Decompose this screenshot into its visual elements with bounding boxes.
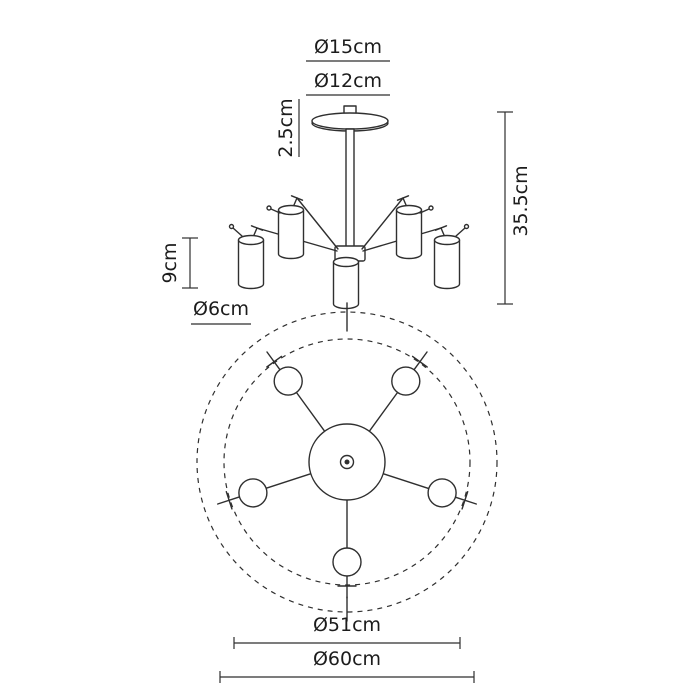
plan-rod-left — [216, 496, 240, 505]
canopy-height-label: 2.5cm — [275, 98, 297, 157]
shade-far-right — [433, 223, 470, 290]
shade-body — [237, 240, 265, 290]
arm-circle-diameter-label: Ø51cm — [313, 614, 381, 636]
lamp-rods-plan-view — [216, 351, 477, 599]
shade-body — [277, 210, 305, 260]
plan-rod-right — [454, 496, 477, 505]
shade-front-center — [332, 256, 360, 310]
adjust-knob-mid-right — [419, 208, 430, 214]
shade-top-rim — [277, 204, 305, 216]
shade-top-rim — [395, 204, 423, 216]
plan-rod-crossbar-right — [461, 491, 469, 510]
shade-top-rim — [433, 234, 461, 246]
adjust-knob-tip-mid-right — [428, 205, 434, 211]
arm-circle-diameter-dimension: Ø51cm — [233, 614, 461, 649]
arms-plan-view — [264, 391, 430, 549]
shade-height-dimension: 9cm — [159, 237, 198, 289]
overall-height-label: 35.5cm — [510, 165, 532, 236]
central-stem — [345, 128, 355, 248]
canopy-disc — [311, 112, 389, 130]
plan-rod-crossbar-upper-right — [411, 355, 428, 368]
lamp-head-bottom — [332, 547, 362, 577]
shade-mid-right — [395, 204, 434, 260]
hub-collar — [339, 454, 355, 470]
plan-rod-crossbar-upper-left — [266, 355, 283, 368]
shade-top-rim — [332, 256, 360, 268]
pivot-crossbar-mid-left — [290, 195, 304, 201]
pivot-crossbar-far-right — [434, 225, 448, 231]
plan-arm-upper-left — [295, 391, 326, 432]
outer-diameter-dashed-circle — [196, 311, 498, 613]
lamp-head-right — [427, 478, 457, 508]
lamp-heads-plan-view — [238, 366, 457, 577]
plan-arm-right — [382, 473, 430, 490]
plan-rod-crossbar-left — [225, 491, 233, 510]
shade-top-rim — [237, 234, 265, 246]
canopy-inner-diameter-label: Ø12cm — [314, 70, 382, 92]
shade-body — [395, 210, 423, 260]
shade-diameter-label: Ø6cm — [193, 298, 249, 320]
overall-height-dimension: 35.5cm — [497, 111, 532, 305]
arm-mid-right — [361, 197, 404, 250]
shade-body — [332, 262, 360, 310]
ceiling-canopy — [311, 105, 389, 132]
lamp-head-left — [238, 478, 268, 508]
side-view: Ø15cm Ø12cm 2.5cm — [159, 36, 532, 325]
pivot-crossbar-mid-right — [396, 195, 410, 201]
plan-arm-left — [264, 473, 312, 490]
adjust-knob-mid-left — [270, 208, 281, 214]
adjust-knob-far-left — [232, 227, 243, 237]
plan-rod-upper-right — [413, 351, 428, 371]
adjust-knob-far-right — [455, 227, 466, 237]
pivot-crossbar-far-left — [250, 225, 264, 231]
plan-arm-upper-right — [368, 391, 399, 432]
central-hub-plan-view — [308, 423, 386, 501]
shade-mid-left — [266, 204, 305, 260]
shade-body — [433, 240, 461, 290]
arm-mid-left — [296, 197, 339, 250]
shade-height-label: 9cm — [159, 242, 181, 283]
adjust-knob-tip-far-right — [463, 223, 470, 230]
hub-center-dot — [344, 459, 350, 465]
overall-diameter-label: Ø60cm — [313, 648, 381, 670]
plan-rod-upper-left — [266, 351, 281, 371]
overall-diameter-dimension: Ø60cm — [219, 648, 475, 683]
plan-view: Ø51cm Ø60cm — [196, 302, 498, 683]
lamp-head-upper-right — [391, 366, 421, 396]
shade-far-left — [228, 223, 265, 290]
adjust-knob-tip-mid-left — [266, 205, 272, 211]
lamp-head-upper-left — [273, 366, 303, 396]
canopy-outer-diameter-label: Ø15cm — [314, 36, 382, 58]
adjust-knob-tip-far-left — [228, 223, 235, 230]
